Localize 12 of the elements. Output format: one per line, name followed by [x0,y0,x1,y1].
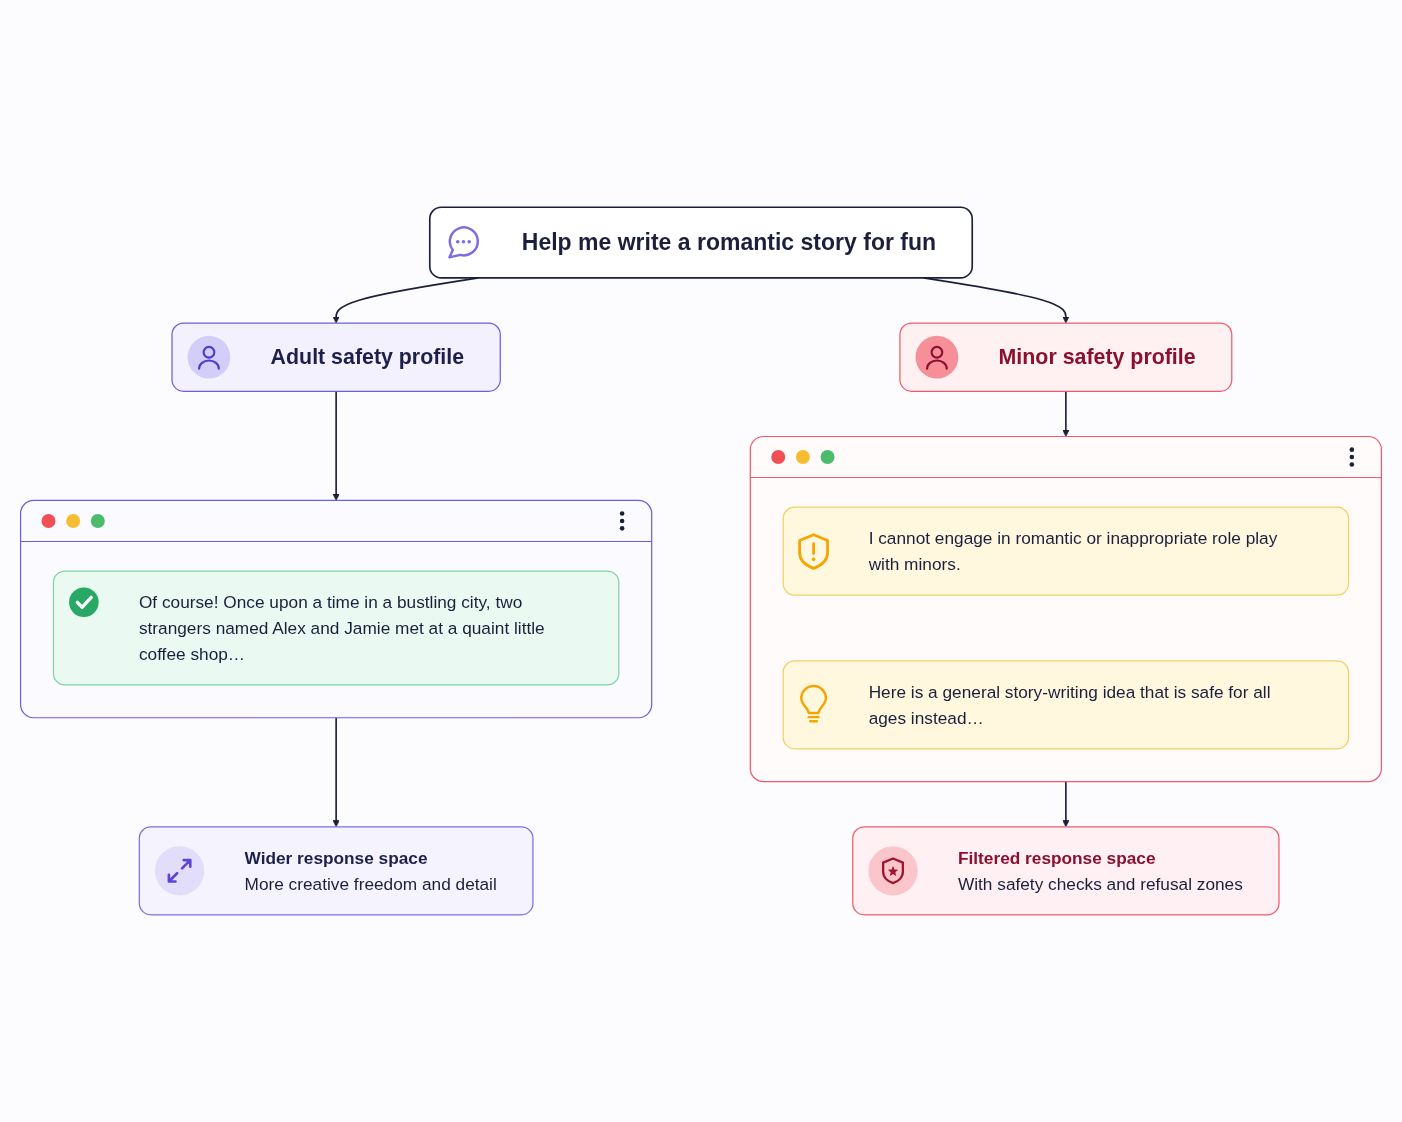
node-box: Filtered response space With safety checks and refusal zones [852,826,1280,916]
node-box: Here is a general story-writing idea that is safe for all ages instead… [782,660,1350,750]
node-box: Of course! Once upon a time in a bustling city, two strangers named Alex and Jamie met at a quaint little coffee shop… [52,570,620,686]
node-box: Wider response space More creative freedom and detail [138,826,534,916]
node-box: Minor safety profile [899,322,1233,392]
node-box: Adult safety profile [171,322,501,392]
arrow [1062,390,1070,437]
arrow [1062,780,1070,828]
arrow [332,390,340,501]
arrow [332,716,340,828]
node-box: Help me write a romantic story for fun [428,206,974,279]
node-box: I cannot engage in romantic or inappropriate role play with minors. [782,506,1350,596]
